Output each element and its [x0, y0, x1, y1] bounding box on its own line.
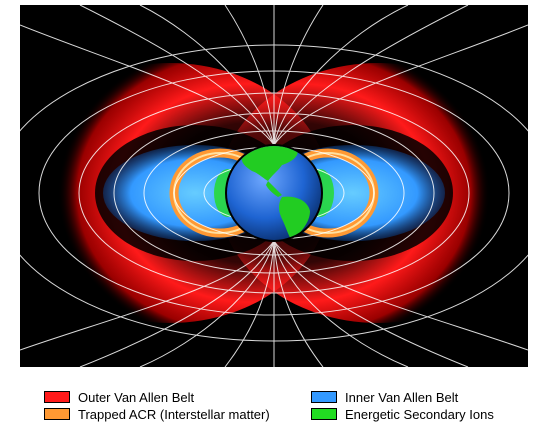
legend: Outer Van Allen Belt Inner Van Allen Bel…	[0, 370, 533, 423]
earth-globe	[225, 144, 323, 242]
legend-label: Trapped ACR (Interstellar matter)	[78, 406, 270, 422]
south-america	[279, 196, 310, 240]
legend-item-acr: Trapped ACR (Interstellar matter)	[44, 405, 270, 423]
legend-swatch-inner-belt	[311, 391, 337, 403]
legend-item-inner-belt: Inner Van Allen Belt	[311, 388, 458, 406]
central-america	[266, 181, 282, 197]
north-america	[241, 146, 298, 181]
legend-swatch-secondary-ions	[311, 408, 337, 420]
van-allen-belts-diagram	[20, 5, 528, 367]
legend-label: Inner Van Allen Belt	[345, 389, 459, 405]
legend-item-outer-belt: Outer Van Allen Belt	[44, 388, 194, 406]
legend-label: Outer Van Allen Belt	[78, 389, 195, 405]
legend-swatch-outer-belt	[44, 391, 70, 403]
legend-label: Energetic Secondary Ions	[345, 406, 494, 422]
legend-swatch-acr	[44, 408, 70, 420]
legend-item-secondary-ions: Energetic Secondary Ions	[311, 405, 494, 423]
